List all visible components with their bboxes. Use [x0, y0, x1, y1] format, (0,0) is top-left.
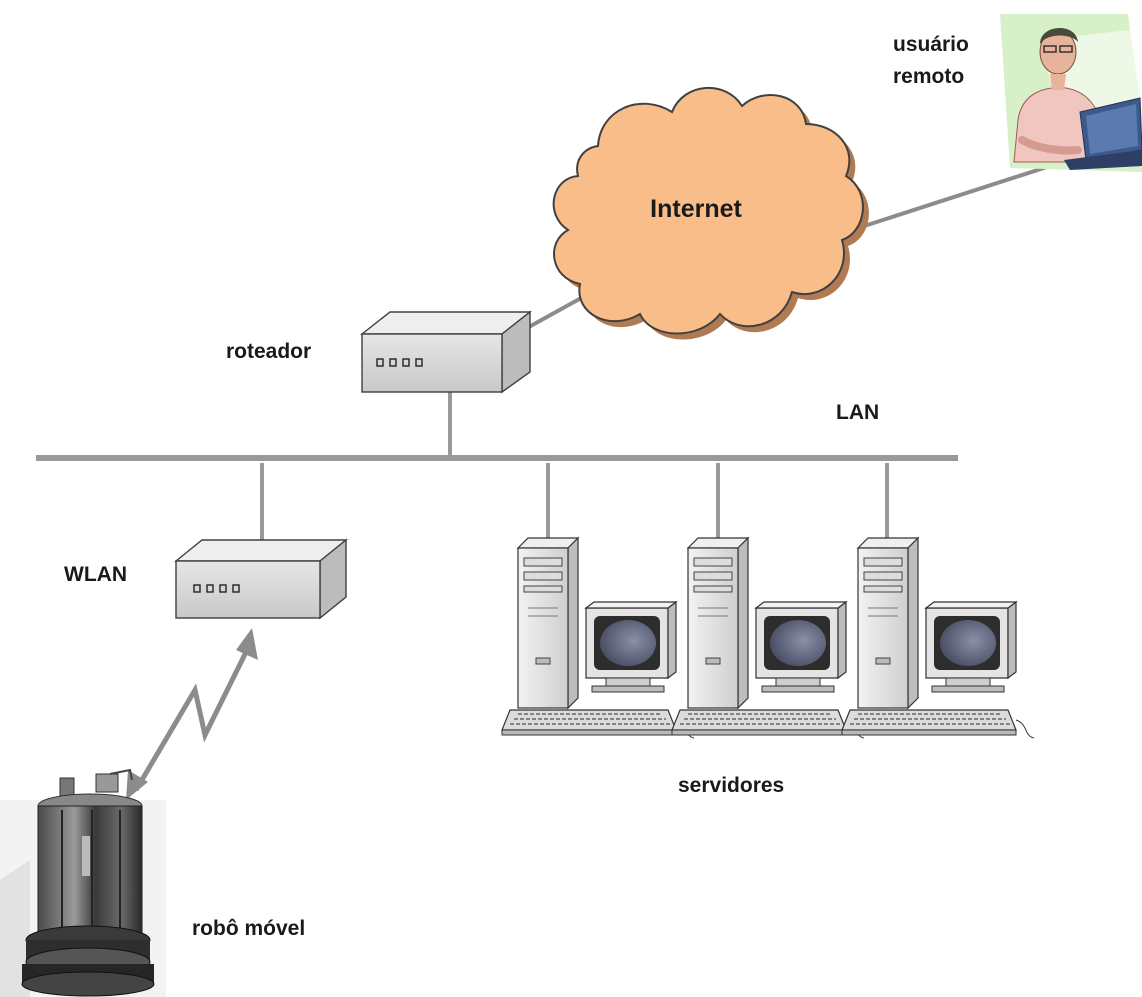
desktop-computer-icon: [671, 537, 865, 739]
mobile-robot-icon: [0, 768, 166, 997]
internet-label: Internet: [650, 195, 742, 223]
lan-label: LAN: [836, 401, 879, 424]
remote-user-label-line1: usuário: [893, 33, 969, 56]
remote-user-label-line2: remoto: [893, 65, 964, 88]
cloud-icon: [552, 86, 869, 340]
lightning-bolt-icon: [126, 628, 258, 800]
desktop-computer-icon: [841, 537, 1035, 739]
robot-label: robô móvel: [192, 917, 305, 940]
link-internet-to-user: [857, 164, 1051, 230]
person-laptop-icon: [1000, 14, 1142, 172]
servers-group: [501, 537, 1035, 739]
desktop-computer-icon: [501, 537, 695, 739]
access-point-box-icon: [174, 538, 348, 620]
servers-label: servidores: [678, 774, 784, 797]
router-box-icon: [359, 310, 533, 394]
wlan-label: WLAN: [64, 563, 127, 586]
router-label: roteador: [226, 340, 311, 363]
